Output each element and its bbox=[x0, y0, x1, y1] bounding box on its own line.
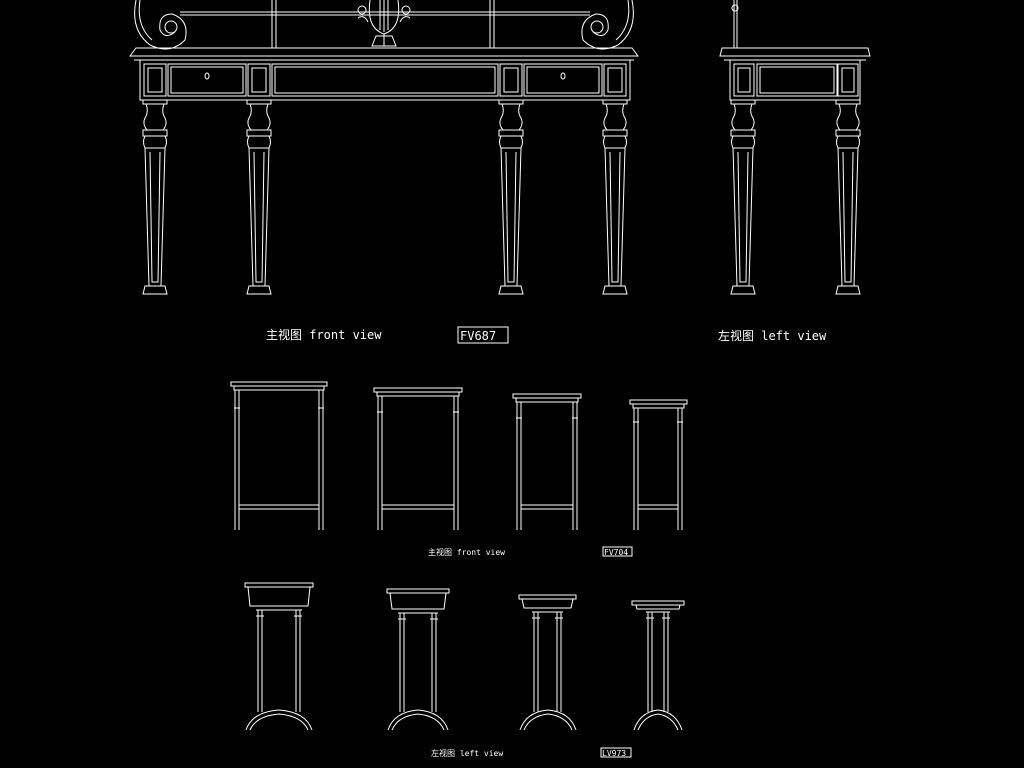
small-tables-left-row bbox=[244, 582, 685, 731]
small-table-front bbox=[629, 399, 688, 530]
front-view-code-box bbox=[457, 326, 509, 344]
table-leg bbox=[142, 99, 168, 295]
table-leg bbox=[730, 99, 756, 295]
drawer-knob-right bbox=[560, 72, 566, 80]
small-front-code: FV704 bbox=[604, 548, 628, 557]
drawer-knob-left bbox=[204, 72, 210, 80]
table-leg bbox=[835, 99, 861, 295]
small-table-front bbox=[373, 387, 463, 530]
table-leg bbox=[602, 99, 628, 295]
side-top bbox=[719, 47, 871, 61]
console-table-front-view bbox=[129, 0, 639, 295]
small-table-front bbox=[512, 393, 582, 530]
small-table-left bbox=[631, 600, 685, 731]
side-apron bbox=[729, 59, 861, 101]
small-left-code-box bbox=[600, 747, 632, 758]
small-left-code: LV973 bbox=[602, 749, 626, 758]
small-left-label: 左视图 left view bbox=[431, 748, 503, 758]
small-table-left bbox=[244, 582, 314, 731]
small-front-code-box bbox=[602, 546, 633, 557]
small-table-left bbox=[386, 588, 450, 731]
small-table-left bbox=[518, 594, 577, 731]
front-view-code: FV687 bbox=[460, 329, 496, 343]
table-top bbox=[129, 47, 639, 61]
rod bbox=[731, 0, 739, 48]
small-front-label: 主视图 front view bbox=[428, 547, 505, 557]
front-view-label: 主视图 front view bbox=[266, 327, 382, 342]
left-view-label: 左视图 left view bbox=[718, 328, 827, 343]
table-leg bbox=[498, 99, 524, 295]
lyre-ornament bbox=[357, 0, 411, 47]
apron bbox=[139, 59, 631, 101]
console-table-left-view bbox=[719, 0, 871, 295]
table-leg bbox=[246, 99, 272, 295]
small-table-front bbox=[230, 381, 328, 530]
scroll-crest bbox=[134, 0, 634, 50]
small-tables-front-row bbox=[230, 381, 688, 530]
